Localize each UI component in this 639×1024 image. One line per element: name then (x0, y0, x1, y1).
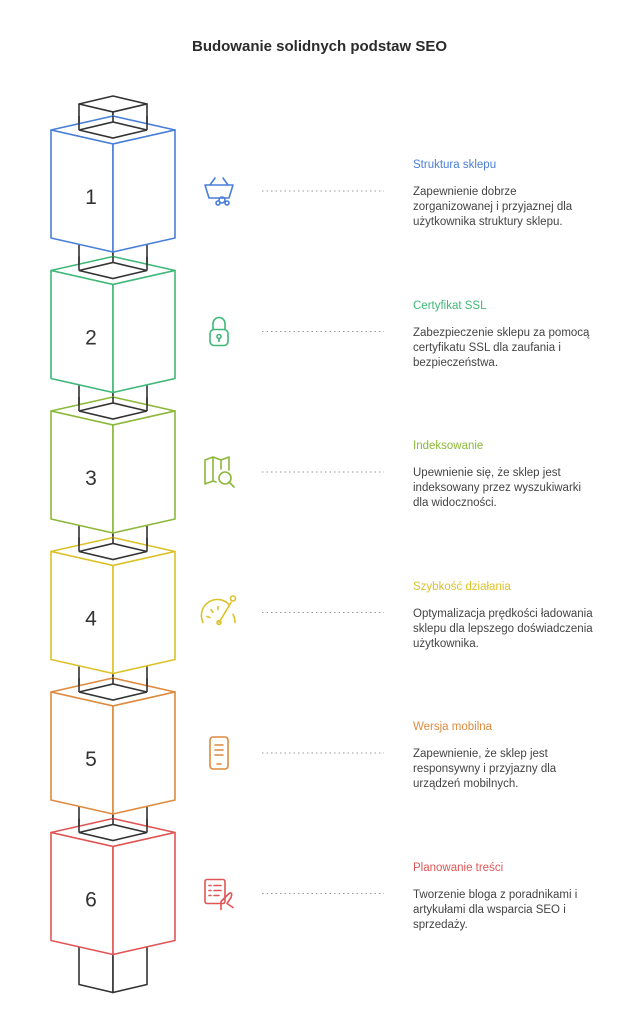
step-description: Tworzenie bloga z poradnikami i artykuła… (413, 888, 578, 931)
cube-step-3: 3 (50, 396, 176, 534)
cube-step-2: 2 (50, 255, 176, 394)
step-number: 2 (85, 327, 97, 350)
step-title: Planowanie treści (413, 861, 504, 874)
connector-lines (262, 190, 384, 894)
cube-left-face (50, 831, 114, 956)
cube-stack: 1 2 3 4 5 6 (50, 115, 176, 956)
cube-step-1: 1 (50, 115, 176, 253)
step-number: 3 (85, 467, 97, 490)
pillar-segment (78, 818, 148, 833)
cube-left-face (50, 410, 114, 534)
cube-right-face (112, 831, 176, 956)
speedometer-icon (200, 595, 237, 626)
cube-left-face (50, 269, 114, 394)
cube-right-face (112, 550, 176, 675)
step-title: Indeksowanie (413, 440, 484, 452)
step-title: Szybkość działania (413, 580, 511, 593)
cube-right-face (112, 129, 176, 253)
page-title: Budowanie solidnych podstaw SEO (191, 38, 448, 55)
shopping-basket-icon (204, 177, 234, 206)
step-title: Certyfikat SSL (413, 299, 487, 312)
step-title: Struktura sklepu (413, 159, 497, 171)
map-search-icon (204, 456, 235, 488)
cube-step-4: 4 (50, 536, 176, 675)
step-description: Optymalizacja prędkości ładowania sklepu… (413, 607, 593, 650)
smartphone-icon (209, 736, 229, 770)
cube-left-face (50, 129, 114, 253)
pillar-segment (78, 678, 148, 692)
step-number: 5 (85, 748, 97, 771)
step-description: Upewnienie się, że sklep jest indeksowan… (413, 467, 582, 509)
cube-left-face (50, 550, 114, 675)
step-description: Zapewnienie, że sklep jest responsywny i… (413, 748, 557, 790)
step-number: 6 (85, 889, 97, 912)
cube-right-face (112, 410, 176, 534)
cube-right-face (112, 691, 176, 815)
content-plan-icon (204, 878, 234, 911)
step-icons (200, 177, 237, 911)
cube-left-face (50, 691, 114, 815)
step-number: 4 (85, 608, 97, 631)
step-title: Wersja mobilna (413, 721, 493, 733)
pillar-segment (78, 256, 148, 271)
step-description: Zapewnienie dobrze zorganizowanej i przy… (413, 186, 573, 228)
cube-step-5: 5 (50, 677, 176, 815)
step-number: 1 (85, 186, 97, 209)
cube-right-face (112, 269, 176, 394)
pillar-segment (78, 116, 148, 130)
cube-step-6: 6 (50, 817, 176, 956)
padlock-icon (209, 316, 229, 347)
step-description: Zabezpieczenie sklepu za pomocą certyfik… (413, 326, 590, 369)
pillar-segment (78, 397, 148, 411)
pillar-segment (78, 537, 148, 552)
